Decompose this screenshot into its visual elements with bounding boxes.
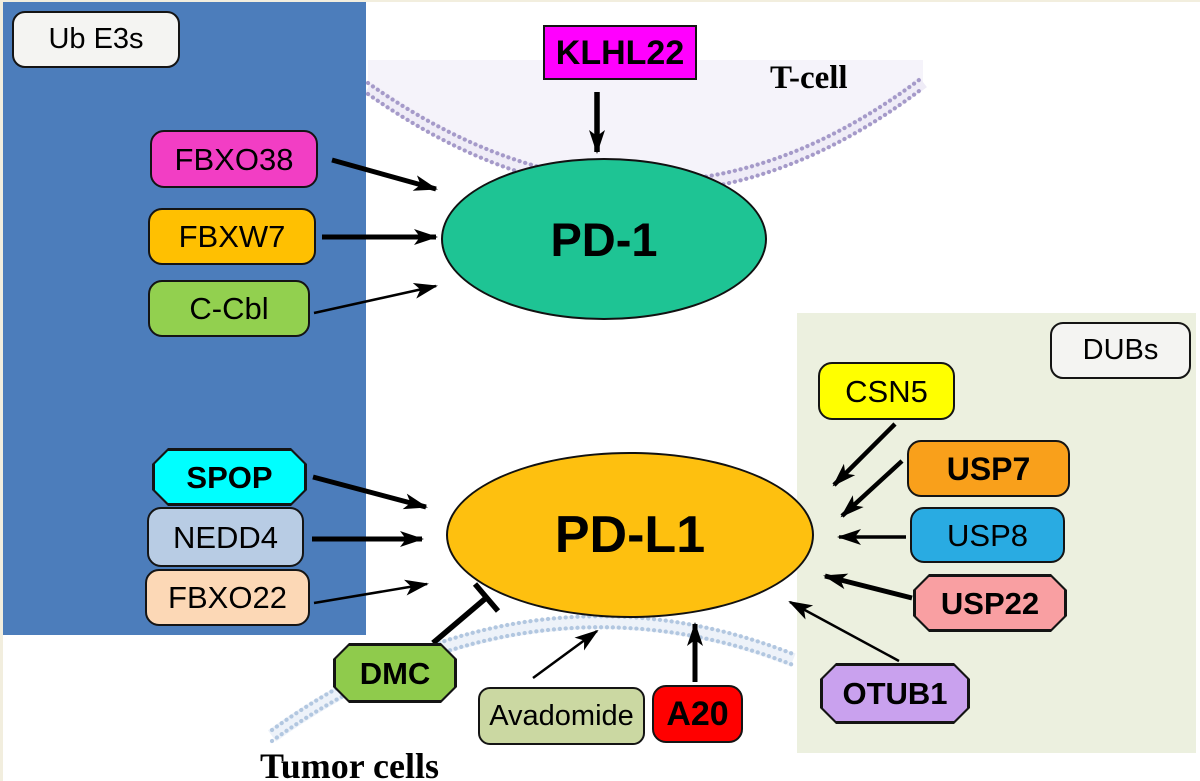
node-usp22-label: USP22 [940, 585, 1040, 621]
node-otub1-fill [823, 666, 967, 721]
tumor-membrane-dots-inner [269, 625, 796, 744]
node-avadomide: Avadomide [478, 687, 645, 745]
node-a20: A20 [652, 685, 743, 743]
node-usp7: USP7 [907, 440, 1070, 497]
node-otub1-label: OTUB1 [842, 676, 948, 711]
arrow-fbxo38-to-pd1 [331, 157, 438, 192]
node-dmc: DMC [333, 643, 457, 703]
ub-e3s-title-label: Ub E3s [48, 23, 144, 55]
pd1-ellipse: PD-1 [441, 158, 767, 320]
arrow-usp7-to-pdl1 [840, 459, 904, 518]
node-spop: SPOP [152, 448, 307, 506]
arrow-otub1-to-pdl1 [788, 600, 900, 663]
pdl1-label: PD-L1 [554, 506, 706, 564]
arrow-ccbl-to-pd1 [313, 282, 438, 315]
node-fbxw7: FBXW7 [148, 208, 316, 265]
node-csn5-label: CSN5 [845, 373, 928, 409]
tumor-membrane-band [267, 615, 796, 742]
node-csn5: CSN5 [818, 362, 955, 420]
node-usp8: USP8 [910, 507, 1065, 563]
node-spop-label: SPOP [186, 459, 273, 495]
node-dmc-label: DMC [359, 655, 431, 691]
dubs-title-label: DUBs [1082, 334, 1159, 366]
node-nedd4: NEDD4 [147, 507, 304, 567]
node-usp8-label: USP8 [947, 517, 1028, 553]
node-otub1: OTUB1 [820, 663, 970, 724]
node-spop-fill [155, 451, 304, 503]
node-usp22: USP22 [913, 574, 1067, 632]
arrow-fbxo22-to-pdl1 [313, 579, 429, 605]
arrow-csn5-to-pdl1 [832, 422, 897, 487]
tumor-cells-label-text: Tumor cells [260, 746, 440, 781]
ub-e3s-panel-title: Ub E3s [12, 11, 180, 68]
node-ccbl-label: C-Cbl [189, 291, 269, 326]
t-cell-label: T-cell [770, 62, 848, 95]
inhibition-dmc-to-pdl1 [431, 582, 501, 646]
node-fbxo22: FBXO22 [145, 569, 310, 626]
node-fbxo38: FBXO38 [150, 130, 318, 188]
node-usp22-fill [916, 577, 1064, 629]
node-klhl22-label: KLHL22 [555, 33, 685, 72]
tumor-membrane-dots-outer [269, 614, 796, 733]
node-fbxo38-label: FBXO38 [174, 141, 294, 177]
node-fbxo22-label: FBXO22 [168, 580, 287, 615]
node-usp7-label: USP7 [946, 450, 1031, 487]
node-ccbl: C-Cbl [148, 280, 310, 337]
tumor-cells-label: Tumor cells [260, 748, 439, 781]
node-dmc-fill [336, 646, 454, 700]
arrow-usp22-to-pdl1 [823, 573, 913, 601]
pd1-label: PD-1 [550, 212, 658, 266]
node-a20-label: A20 [666, 695, 729, 733]
arrow-spop-to-pdl1 [312, 474, 428, 510]
arrow-avadomide-to-pdl1 [532, 629, 599, 680]
node-nedd4-label: NEDD4 [172, 519, 279, 555]
node-klhl22: KLHL22 [543, 25, 697, 80]
dubs-panel-title: DUBs [1050, 322, 1191, 379]
pdl1-ellipse: PD-L1 [446, 452, 814, 618]
node-avadomide-label: Avadomide [489, 699, 634, 732]
node-fbxw7-label: FBXW7 [178, 219, 286, 254]
t-cell-label-text: T-cell [770, 60, 848, 96]
